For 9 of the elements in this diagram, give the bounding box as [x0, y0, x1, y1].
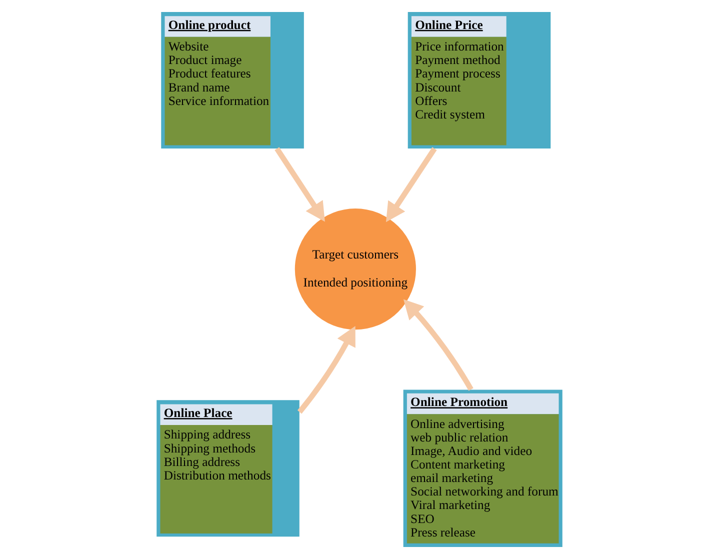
node-box: Online Price Price information Payment method Payment process Discount Offers Credit system [407, 12, 550, 148]
arrow [296, 326, 355, 414]
arrow [274, 147, 324, 222]
arrow [402, 299, 473, 391]
node-box: Online Place Shipping address Shipping methods Billing address Distribution methods [156, 400, 299, 537]
arrow [385, 147, 436, 222]
node-box: Online Promotion Online advertising web public relation Image, Audio and video Content marketing email marketing Social networking and forum Viral marketing SEO Press release [402, 390, 562, 547]
node-circle: Target customers Intended positioning [292, 206, 418, 332]
node-box: Online product Website Product image Product features Brand name Service information [160, 12, 304, 148]
